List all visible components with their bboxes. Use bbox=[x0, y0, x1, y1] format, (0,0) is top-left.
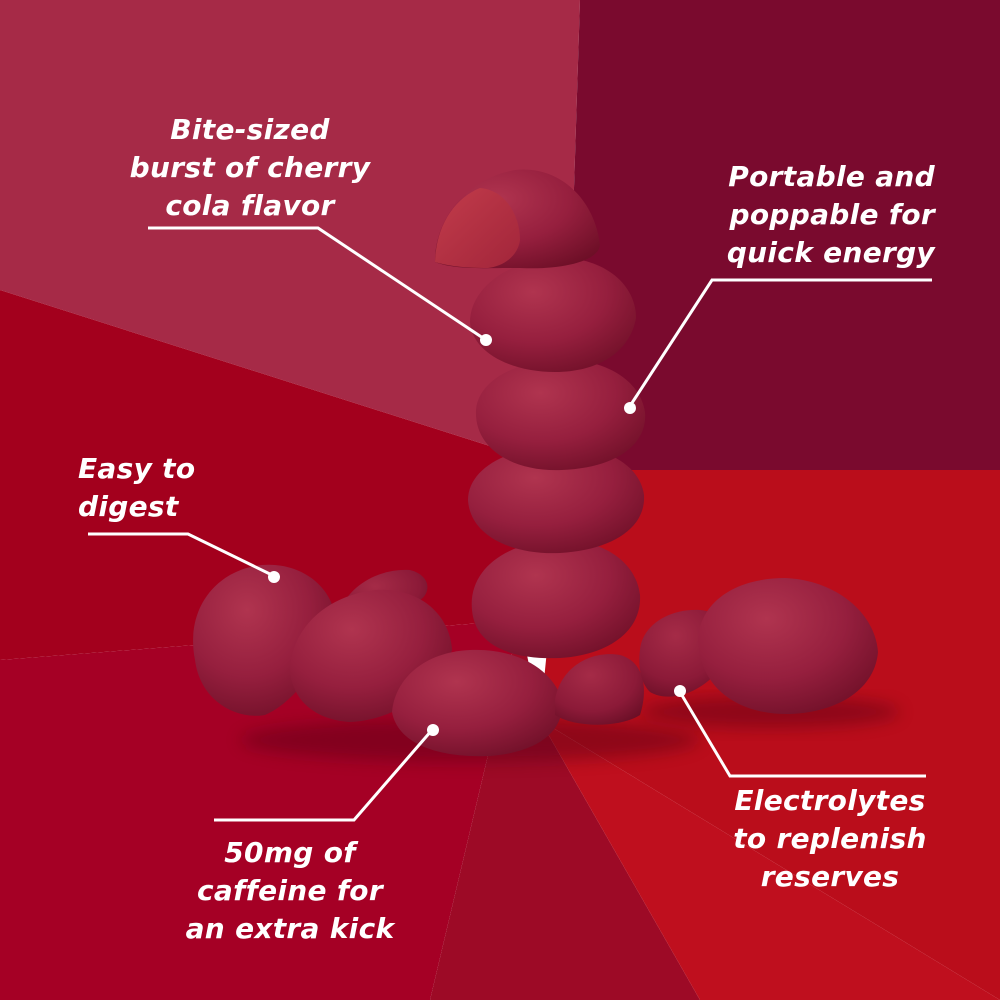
callout-electrolytes-line-3: reserves bbox=[760, 860, 900, 893]
callout-electrolytes-line-2: to replenish bbox=[733, 822, 927, 855]
leader-dot-cherry-flavor bbox=[480, 334, 492, 346]
gummy-stack-3 bbox=[475, 359, 646, 471]
leader-line-caffeine bbox=[214, 729, 434, 822]
callout-cherry-flavor: Bite-sized burst of cherry cola flavor bbox=[110, 111, 390, 225]
callout-portable-line-2: poppable for bbox=[729, 198, 935, 231]
callout-digest-line-2: digest bbox=[78, 490, 179, 523]
callout-cherry-flavor-line-3: cola flavor bbox=[165, 189, 335, 222]
gummy-stack-4 bbox=[468, 445, 645, 554]
callout-electrolytes: Electrolytes to replenish reserves bbox=[690, 782, 970, 896]
callout-caffeine: 50mg of caffeine for an extra kick bbox=[140, 834, 440, 948]
leader-line-digest bbox=[88, 532, 275, 578]
leader-dot-digest bbox=[268, 571, 280, 583]
panel-left bbox=[0, 290, 565, 660]
gummy-stack-icon bbox=[193, 169, 878, 757]
callout-cherry-flavor-line-2: burst of cherry bbox=[129, 151, 371, 184]
callout-caffeine-line-2: caffeine for bbox=[197, 874, 383, 907]
callout-caffeine-line-3: an extra kick bbox=[185, 912, 395, 945]
panel-bottom-left bbox=[0, 620, 520, 1000]
callout-portable-line-3: quick energy bbox=[726, 236, 935, 269]
callout-portable: Portable and poppable for quick energy bbox=[660, 158, 935, 272]
leader-dot-portable bbox=[624, 402, 636, 414]
gummy-bite-cross-section bbox=[435, 188, 520, 268]
leader-dot-electrolytes bbox=[674, 685, 686, 697]
callout-electrolytes-line-1: Electrolytes bbox=[734, 784, 926, 817]
panel-top-left bbox=[0, 0, 580, 470]
gummy-stack-2 bbox=[470, 257, 636, 372]
leader-dots bbox=[268, 334, 686, 736]
gummy-right-large bbox=[698, 578, 878, 715]
gummy-stack-5 bbox=[471, 539, 641, 659]
callout-digest: Easy to digest bbox=[78, 450, 278, 526]
leader-line-cherry-flavor bbox=[148, 226, 487, 342]
leader-line-electrolytes bbox=[678, 691, 926, 778]
leader-dot-caffeine bbox=[427, 724, 439, 736]
callout-cherry-flavor-line-1: Bite-sized bbox=[170, 113, 330, 146]
callout-portable-line-1: Portable and bbox=[728, 160, 935, 193]
panel-bottom-right bbox=[540, 720, 1000, 1000]
callout-caffeine-line-1: 50mg of bbox=[224, 836, 356, 869]
panel-top-right bbox=[565, 0, 1000, 470]
panel-right bbox=[540, 470, 1000, 1000]
gummy-stack-base-right bbox=[555, 654, 644, 725]
leader-line-portable bbox=[628, 278, 932, 407]
callout-digest-line-1: Easy to bbox=[78, 452, 196, 485]
leader-lines bbox=[88, 226, 932, 822]
